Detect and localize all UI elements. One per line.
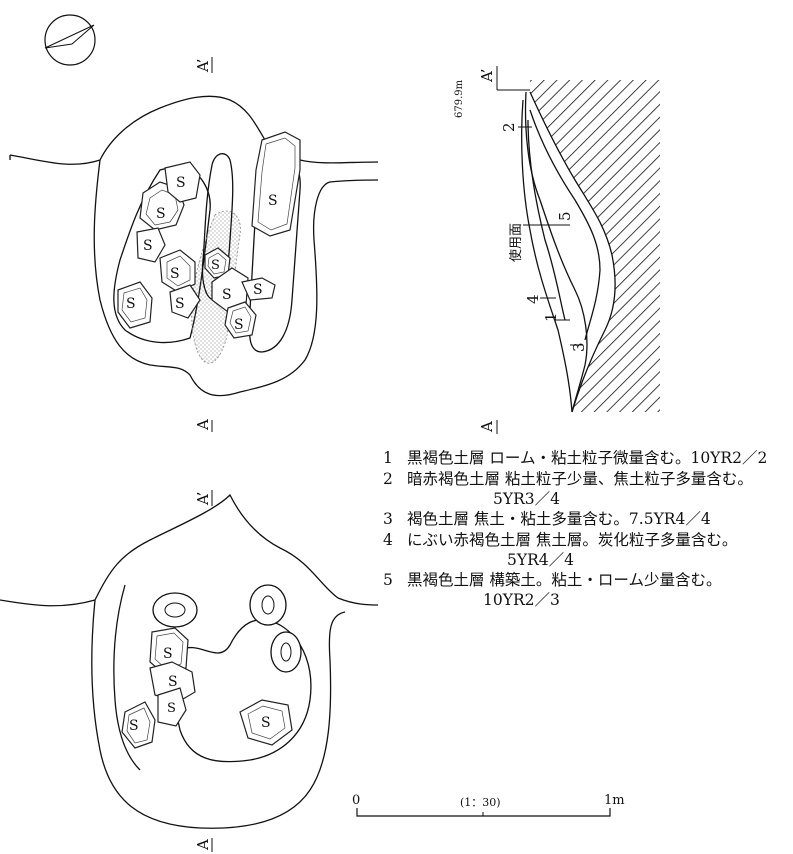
stone: S [169, 284, 201, 319]
svg-text:S: S [253, 282, 263, 298]
svg-text:S: S [126, 296, 136, 312]
legend-item: 4 にぶい赤褐色土層 焦土層。炭化粒子多量含む。 5YR4／4 [383, 530, 783, 570]
stone: S [157, 687, 187, 727]
legend-number: 2 [383, 470, 393, 488]
layer-number-1: 1 [542, 312, 560, 322]
scale-start: 0 [352, 793, 360, 808]
use-surface-label: 使用面 [508, 223, 524, 262]
legend-text: にぶい赤褐色土層 焦土層。炭化粒子多量含む。 [407, 531, 738, 549]
legend-text: 褐色土層 焦土・粘土多量含む。7.5YR4／4 [407, 510, 711, 528]
legend-color-code: 5YR4／4 [507, 551, 574, 569]
stone: S [159, 249, 196, 293]
svg-text:S: S [167, 701, 176, 716]
layer-number-5: 5 [556, 211, 574, 221]
section-label-top: A’ [478, 69, 496, 83]
svg-text:S: S [129, 718, 139, 734]
svg-text:S: S [261, 715, 271, 731]
legend-number: 3 [383, 510, 393, 528]
section-view: 使用面 2 5 4 1 3 679.9m A’ A [454, 66, 660, 434]
north-arrow-icon [44, 14, 96, 66]
legend-text: 黒褐色土層 構築土。粘土・ローム少量含む。 [407, 571, 722, 589]
stone: S [239, 699, 293, 746]
stone: S [149, 661, 196, 703]
section-label-bottom: A [478, 421, 496, 433]
upper-pit-outline [9, 95, 379, 165]
stone: S [136, 227, 166, 263]
legend-number: 5 [383, 571, 393, 589]
upper-stones: S S S S S S [117, 131, 301, 339]
ring-feature [270, 631, 302, 673]
svg-text:S: S [211, 258, 220, 273]
svg-text:S: S [176, 175, 186, 191]
legend-item: 5 黒褐色土層 構築土。粘土・ローム少量含む。 10YR2／3 [383, 570, 783, 610]
stone: S [117, 281, 153, 329]
legend-item: 3 褐色土層 焦土・粘土多量含む。7.5YR4／4 [383, 509, 783, 530]
lower-stones: S S S S S [121, 627, 293, 749]
svg-text:S: S [268, 193, 278, 209]
legend-item: 2 暗赤褐色土層 粘土粒子少量、焦土粒子多量含む。 5YR3／4 [383, 469, 783, 509]
svg-text:S: S [156, 206, 166, 222]
stone: S [224, 301, 257, 339]
ring-feature [152, 592, 198, 628]
upper-section-label-top: A’ [194, 59, 212, 73]
svg-text:S: S [163, 646, 173, 662]
svg-text:S: S [170, 266, 180, 282]
scale-ratio: (1：30) [460, 796, 501, 809]
legend-number: 4 [383, 531, 393, 549]
scale-end: 1m [604, 793, 625, 808]
upper-inner-floor [113, 164, 211, 344]
soil-layer-legend: 1 黒褐色土層 ローム・粘土粒子微量含む。10YR2／2 2 暗赤褐色土層 粘土粒子… [383, 448, 783, 610]
lower-inner-floor [173, 619, 312, 763]
legend-number: 1 [383, 449, 393, 467]
layer-number-4: 4 [524, 294, 542, 304]
stone: S [251, 131, 301, 237]
elevation-label: 679.9m [454, 79, 465, 118]
legend-item: 1 黒褐色土層 ローム・粘土粒子微量含む。10YR2／2 [383, 448, 783, 469]
svg-text:S: S [168, 674, 178, 690]
legend-color-code: 10YR2／3 [483, 591, 560, 609]
lower-section-label-top: A’ [194, 492, 212, 506]
upper-section-label-bottom: A [194, 419, 212, 431]
legend-text: 黒褐色土層 ローム・粘土粒子微量含む。10YR2／2 [407, 449, 768, 467]
upper-plan-view: S S S S S S [9, 57, 379, 432]
layer-number-2: 2 [500, 122, 518, 132]
section-ground-hatch [530, 80, 660, 412]
stone: S [121, 701, 156, 749]
ring-feature [249, 584, 287, 626]
svg-text:S: S [175, 296, 185, 312]
stone: S [149, 627, 189, 676]
layer-number-3: 3 [570, 342, 588, 352]
lower-plan-view: S S S S S A’ A [0, 490, 379, 852]
legend-color-code: 5YR3／4 [493, 490, 560, 508]
legend-text: 暗赤褐色土層 粘土粒子少量、焦土粒子多量含む。 [407, 470, 753, 488]
lower-section-label-bottom: A [194, 839, 212, 851]
svg-text:S: S [222, 287, 232, 303]
lower-pit-outline [0, 493, 379, 607]
stone: S [164, 161, 201, 203]
svg-text:S: S [234, 317, 244, 333]
scale-bar: 0 (1：30) 1m [352, 793, 625, 817]
stone: S [241, 277, 276, 301]
svg-text:S: S [143, 238, 153, 254]
